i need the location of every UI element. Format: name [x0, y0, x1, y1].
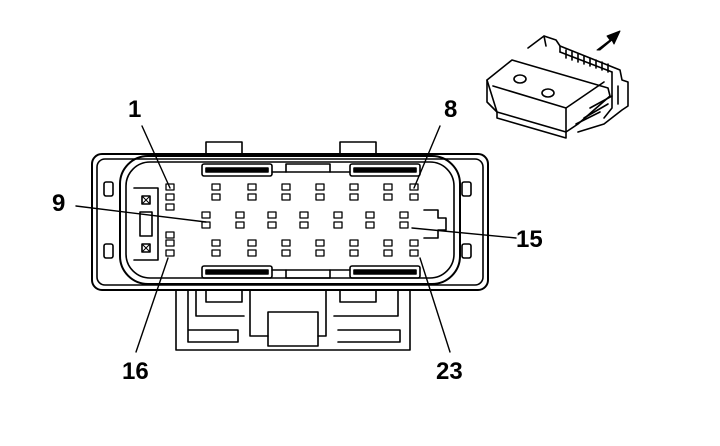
pin-cavity	[165, 193, 175, 201]
pin-cavity	[201, 211, 211, 219]
pin-cavity	[165, 249, 175, 257]
pin-cavity	[349, 249, 359, 257]
pin-label-1: 1	[128, 96, 142, 123]
leader-line-pin-15	[411, 227, 517, 239]
pin-cavity	[281, 249, 291, 257]
pin-cavity	[399, 221, 409, 229]
pin-cavity	[165, 239, 175, 247]
pin-cavity	[333, 221, 343, 229]
pin-cavity	[281, 193, 291, 201]
pin-cavity	[247, 193, 257, 201]
pin-cavity	[409, 193, 419, 201]
leader-line-pin-16	[135, 257, 169, 353]
leader-line-pin-9	[75, 205, 207, 223]
pin-cavity	[383, 249, 393, 257]
pin-cavity	[315, 183, 325, 191]
arrow-up-right-icon	[596, 30, 621, 51]
pin-cavity	[409, 239, 419, 247]
pin-cavity	[349, 183, 359, 191]
pin-cavity	[247, 239, 257, 247]
pin-cavity	[281, 239, 291, 247]
pin-cavity	[409, 183, 419, 191]
pin-cavity	[281, 183, 291, 191]
pin-cavity	[267, 211, 277, 219]
leader-line-pin-8	[413, 125, 441, 189]
pin-cavity	[399, 211, 409, 219]
pin-cavity	[299, 211, 309, 219]
pin-cavity	[211, 193, 221, 201]
pin-cavity	[235, 211, 245, 219]
pin-cavity	[247, 249, 257, 257]
leader-lines	[75, 125, 517, 353]
pin-cavity	[315, 249, 325, 257]
pin-cavity	[299, 221, 309, 229]
pin-cavity	[211, 249, 221, 257]
pin-cavity	[365, 211, 375, 219]
pin-cavity	[409, 249, 419, 257]
pin-cavity	[383, 193, 393, 201]
connector-face	[91, 141, 489, 351]
connector-3d-inset	[486, 30, 629, 139]
leader-line-pin-1	[141, 125, 171, 189]
pin-label-15: 15	[516, 226, 543, 253]
pin-cavity	[383, 183, 393, 191]
pin-cavity	[211, 183, 221, 191]
pin-cavity	[365, 221, 375, 229]
pin-cavity	[235, 221, 245, 229]
pin-cavities	[165, 183, 419, 257]
pin-cavity	[349, 239, 359, 247]
pin-cavity	[247, 183, 257, 191]
pin-cavity	[165, 183, 175, 191]
pin-label-9: 9	[52, 190, 66, 217]
pin-cavity	[211, 239, 221, 247]
pin-label-23: 23	[436, 358, 463, 385]
pin-label-8: 8	[444, 96, 458, 123]
pin-cavity	[315, 239, 325, 247]
pin-cavity	[383, 239, 393, 247]
pin-cavity	[165, 231, 175, 239]
pin-cavity	[165, 203, 175, 211]
pin-label-16: 16	[122, 358, 149, 385]
leader-line-pin-23	[419, 257, 451, 353]
pin-cavity	[201, 221, 211, 229]
pin-cavity	[267, 221, 277, 229]
pin-cavity	[315, 193, 325, 201]
pin-cavity	[333, 211, 343, 219]
pin-cavity	[349, 193, 359, 201]
